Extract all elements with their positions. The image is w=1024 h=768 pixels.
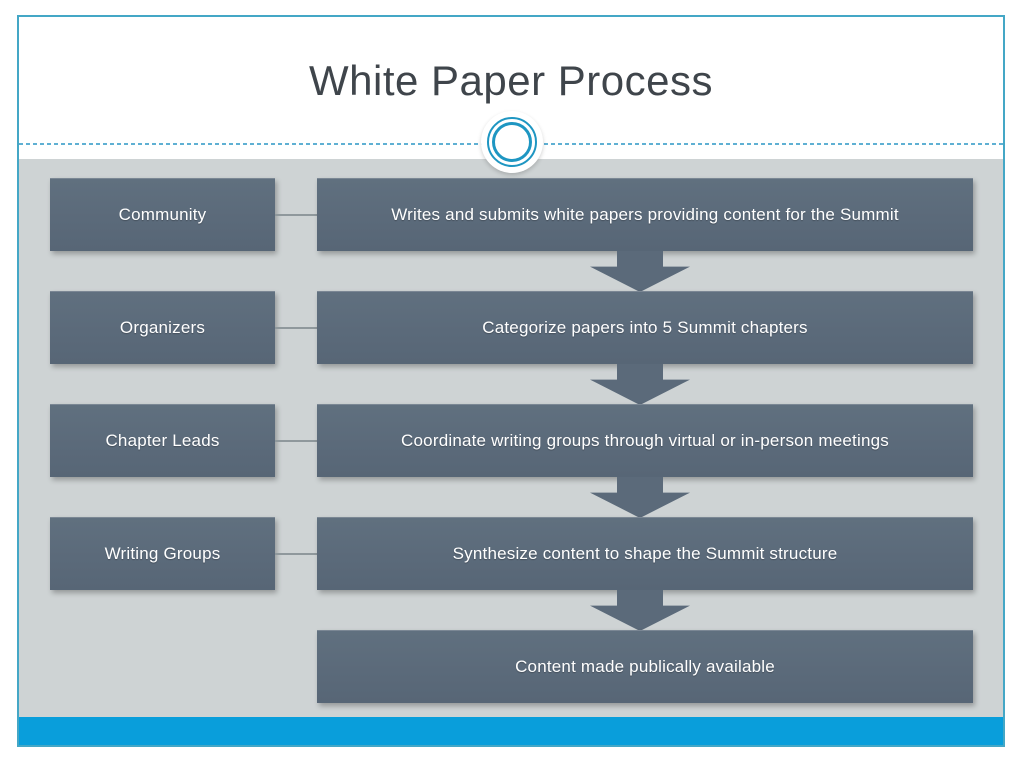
connector-line: [275, 440, 317, 442]
slide-frame: White Paper Process Community Writes and…: [17, 15, 1005, 747]
action-label: Categorize papers into 5 Summit chapters: [482, 318, 808, 337]
action-label: Synthesize content to shape the Summit s…: [452, 544, 838, 563]
connector-line: [275, 327, 317, 329]
action-box-2: Categorize papers into 5 Summit chapters: [317, 291, 973, 364]
actor-label: Chapter Leads: [105, 431, 220, 450]
action-box-1: Writes and submits white papers providin…: [317, 178, 973, 251]
action-label: Writes and submits white papers providin…: [391, 205, 899, 224]
footer-accent-bar: [19, 717, 1003, 745]
circle-ornament: [481, 111, 543, 173]
action-label: Content made publically available: [515, 657, 775, 676]
ring-inner-icon: [492, 122, 532, 162]
actor-label: Writing Groups: [104, 544, 221, 563]
connector-line: [275, 214, 317, 216]
action-box-4: Synthesize content to shape the Summit s…: [317, 517, 973, 590]
action-box-5: Content made publically available: [317, 630, 973, 703]
ring-outer-icon: [487, 117, 537, 167]
actor-box-writing-groups: Writing Groups: [50, 517, 275, 590]
actor-label: Organizers: [119, 318, 206, 337]
actor-label: Community: [118, 205, 207, 224]
connector-line: [275, 553, 317, 555]
page-title: White Paper Process: [309, 57, 713, 104]
action-box-3: Coordinate writing groups through virtua…: [317, 404, 973, 477]
action-label: Coordinate writing groups through virtua…: [401, 431, 889, 450]
actor-box-chapter-leads: Chapter Leads: [50, 404, 275, 477]
actor-box-community: Community: [50, 178, 275, 251]
actor-box-organizers: Organizers: [50, 291, 275, 364]
